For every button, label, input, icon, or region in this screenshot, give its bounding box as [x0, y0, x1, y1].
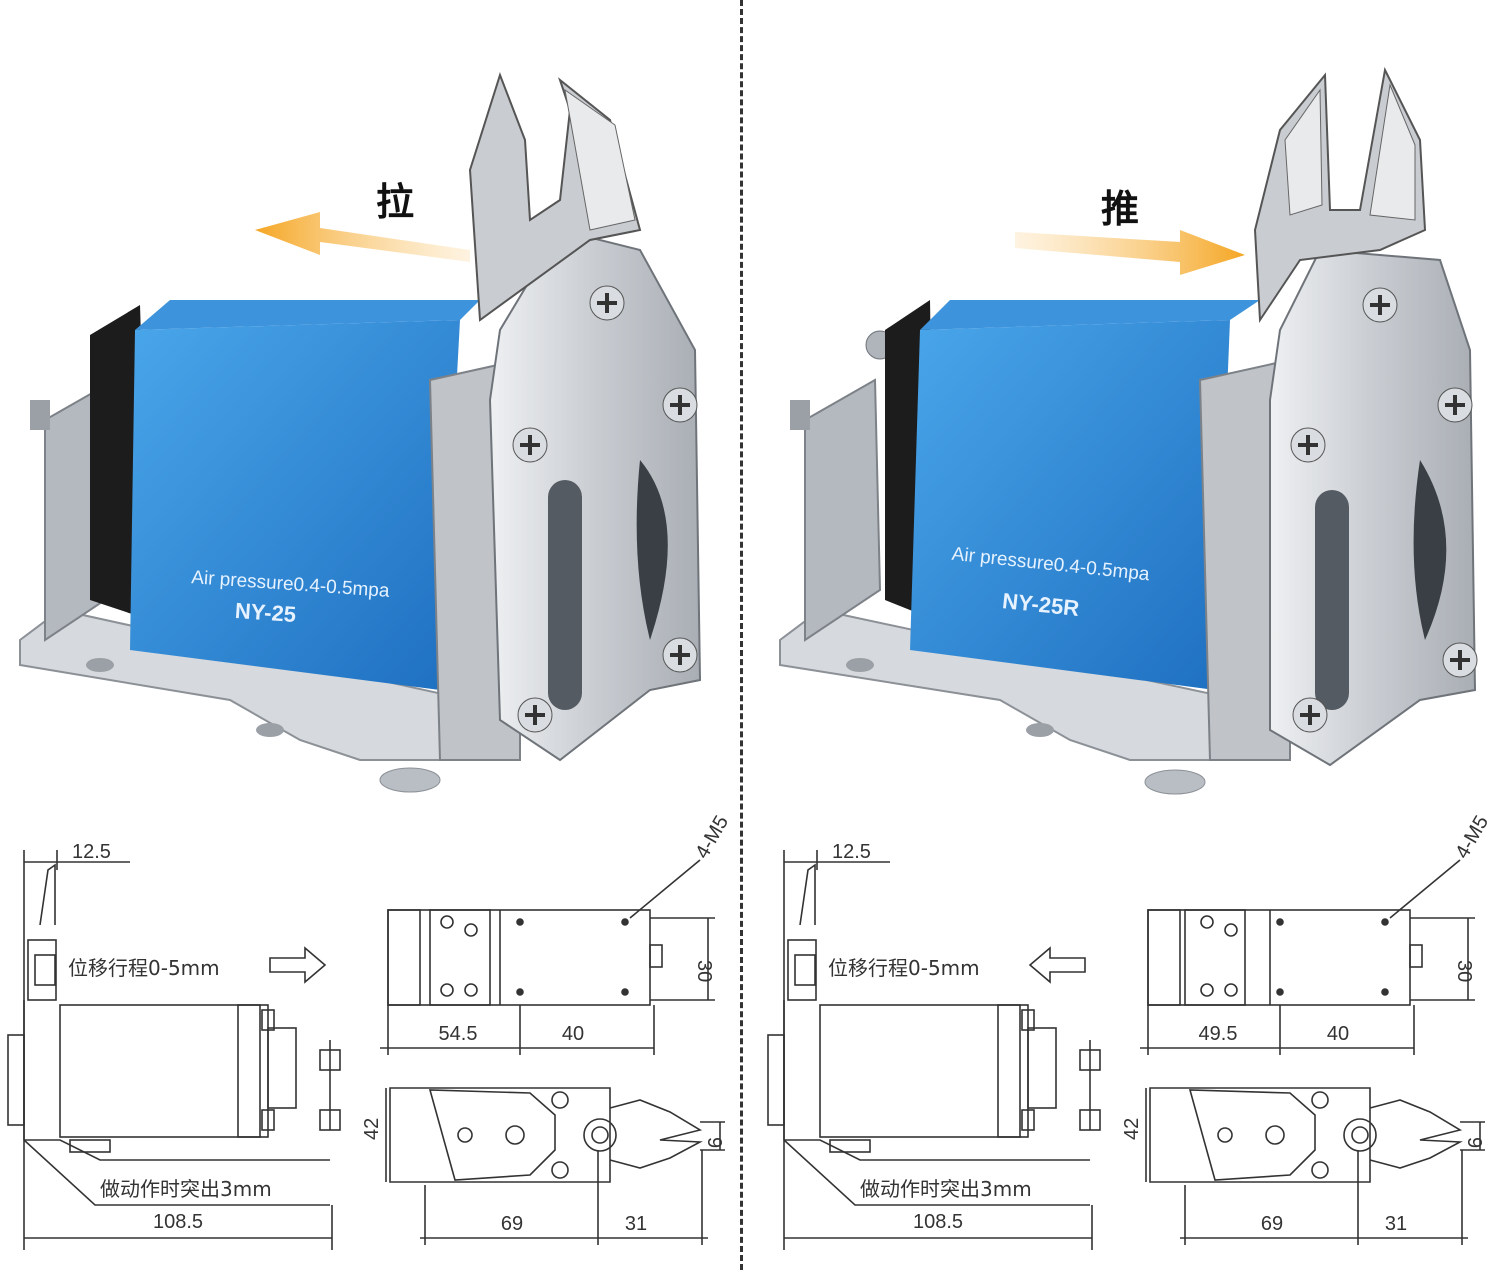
screw-icon — [512, 427, 548, 463]
front-plate — [428, 228, 702, 762]
thread-label: 4-M5 — [1451, 812, 1493, 862]
cylinder-body: Air pressure0.4-0.5mpa NY-25R — [910, 300, 1260, 690]
screw-icon — [1290, 427, 1326, 463]
stroke-arrow-left-icon — [1028, 946, 1086, 984]
dim-blade: 9 — [1463, 1137, 1485, 1148]
side-view-drawing — [7, 850, 341, 1250]
cylinder-body: Air pressure0.4-0.5mpa NY-25 — [130, 300, 480, 690]
thread-label: 4-M5 — [691, 812, 733, 862]
panel-divider — [740, 0, 743, 1270]
top-view-drawing — [380, 859, 715, 1055]
side-view-drawing — [767, 850, 1101, 1250]
screw-icons — [1290, 287, 1478, 733]
dim-width: 42 — [361, 1118, 383, 1140]
dim-top-offset: 12.5 — [832, 841, 871, 863]
dim-height: 30 — [1453, 960, 1475, 982]
dim-seg-a: 54.5 — [439, 1023, 478, 1045]
dim-blade: 9 — [703, 1137, 725, 1148]
screw-icon — [589, 285, 625, 321]
screw-icon — [1437, 387, 1473, 423]
direction-label: 拉 — [376, 180, 414, 224]
protrude-label: 做动作时突出3mm — [100, 1177, 272, 1201]
stroke-label: 位移行程0-5mm — [828, 956, 980, 980]
screw-icons — [512, 285, 698, 733]
top-view-drawing — [1140, 859, 1475, 1055]
dim-seg-d: 31 — [1385, 1213, 1407, 1235]
dim-seg-c: 69 — [501, 1213, 523, 1235]
push-arrow-icon — [1015, 230, 1245, 275]
screw-icon — [517, 697, 553, 733]
screw-icon — [662, 387, 698, 423]
screw-icon — [1442, 642, 1478, 678]
back-bracket — [790, 330, 895, 642]
screw-icon — [1292, 697, 1328, 733]
model-label: NY-25 — [234, 598, 297, 627]
dim-length: 108.5 — [913, 1211, 963, 1233]
cutter-blade — [468, 71, 642, 322]
dim-seg-d: 31 — [625, 1213, 647, 1235]
dim-length: 108.5 — [153, 1211, 203, 1233]
stroke-arrow-right-icon — [269, 946, 327, 984]
direction-label: 推 — [1101, 187, 1139, 231]
stroke-label: 位移行程0-5mm — [68, 956, 220, 980]
dim-seg-b: 40 — [1327, 1023, 1349, 1045]
dim-seg-b: 40 — [562, 1023, 584, 1045]
screw-icon — [662, 637, 698, 673]
dim-height: 30 — [693, 960, 715, 982]
protrude-label: 做动作时突出3mm — [860, 1177, 1032, 1201]
pull-arrow-icon — [255, 212, 470, 262]
product-panel-ny25: Air pressure0.4-0.5mpa NY-25 拉 — [0, 0, 740, 1270]
base-plate — [779, 608, 1241, 795]
cutter-blade — [1253, 66, 1427, 324]
ny25r-illustration: Air pressure0.4-0.5mpa NY-25R 推 — [767, 66, 1493, 1250]
dim-seg-a: 49.5 — [1199, 1023, 1238, 1045]
front-plate — [1198, 248, 1477, 767]
dim-seg-c: 69 — [1261, 1213, 1283, 1235]
product-panel-ny25r: Air pressure0.4-0.5mpa NY-25R 推 — [760, 0, 1500, 1270]
bottom-view-drawing — [1145, 1087, 1485, 1245]
screw-icon — [1362, 287, 1398, 323]
ny25-illustration: Air pressure0.4-0.5mpa NY-25 拉 — [7, 71, 733, 1250]
bottom-view-drawing — [385, 1087, 725, 1245]
dim-top-offset: 12.5 — [72, 841, 111, 863]
dim-width: 42 — [1121, 1118, 1143, 1140]
